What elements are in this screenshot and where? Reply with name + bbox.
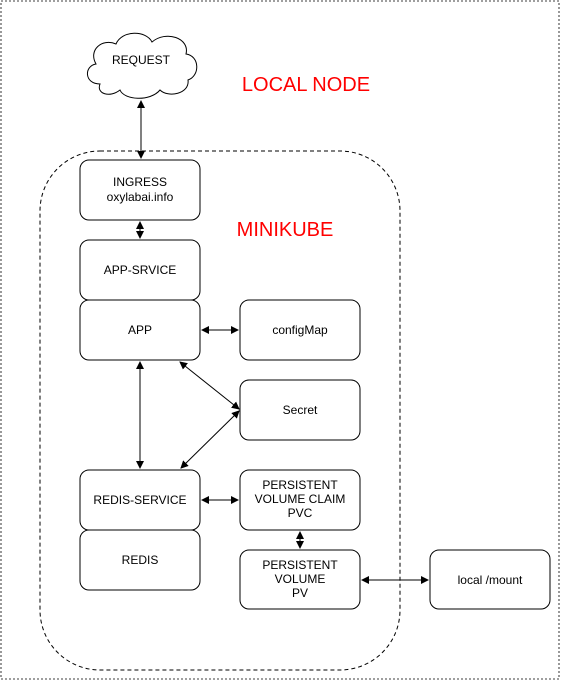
local-node-label: LOCAL NODE: [242, 74, 370, 96]
redis-label: REDIS: [122, 553, 159, 567]
redis-box: [79, 529, 201, 591]
app-box: [79, 299, 201, 361]
redis-service-label: REDIS-SERVICE: [93, 493, 186, 507]
secret-label: Secret: [283, 403, 318, 417]
secret-box: [239, 379, 361, 441]
pvc-box: [239, 469, 361, 531]
app-label: APP: [128, 323, 152, 337]
edge-secret-redis-service: [180, 410, 240, 469]
cloud-shape: [87, 32, 198, 99]
secret-node[interactable]: Secret: [239, 379, 361, 441]
app-service-node[interactable]: APP-SRVICE: [79, 239, 201, 301]
request-label: REQUEST: [112, 53, 171, 67]
pv-line-2: VOLUME: [275, 572, 326, 586]
configmap-label: configMap: [272, 323, 328, 337]
ingress-title: INGRESS: [113, 175, 167, 189]
pv-box: [239, 549, 361, 610]
pvc-line-1: PERSISTENT: [262, 478, 338, 492]
minikube-label: MINIKUBE: [237, 219, 334, 241]
redis-node[interactable]: REDIS: [79, 529, 201, 591]
request-cloud[interactable]: REQUEST: [87, 32, 198, 99]
local-mount-label: local /mount: [458, 573, 523, 587]
connectors: [136, 100, 429, 584]
ingress-box: [79, 159, 201, 221]
edge-app-secret: [179, 361, 240, 410]
pvc-line-2: VOLUME CLAIM: [255, 492, 346, 506]
local-mount-node[interactable]: local /mount: [429, 549, 551, 610]
app-service-label: APP-SRVICE: [104, 263, 176, 277]
ingress-host: oxylabai.info: [107, 190, 174, 204]
minikube-boundary: [39, 150, 401, 671]
app-node[interactable]: APP: [79, 299, 201, 361]
pv-line-1: PERSISTENT: [262, 558, 338, 572]
configmap-box: [239, 299, 361, 361]
ingress-node[interactable]: INGRESS oxylabai.info: [79, 159, 201, 221]
pvc-line-3: PVC: [288, 506, 313, 520]
local-mount-box: [429, 549, 551, 610]
pv-line-3: PV: [292, 586, 308, 600]
configmap-node[interactable]: configMap: [239, 299, 361, 361]
pvc-node[interactable]: PERSISTENT VOLUME CLAIM PVC: [239, 469, 361, 531]
pv-node[interactable]: PERSISTENT VOLUME PV: [239, 549, 361, 610]
redis-service-node[interactable]: REDIS-SERVICE: [79, 469, 201, 531]
